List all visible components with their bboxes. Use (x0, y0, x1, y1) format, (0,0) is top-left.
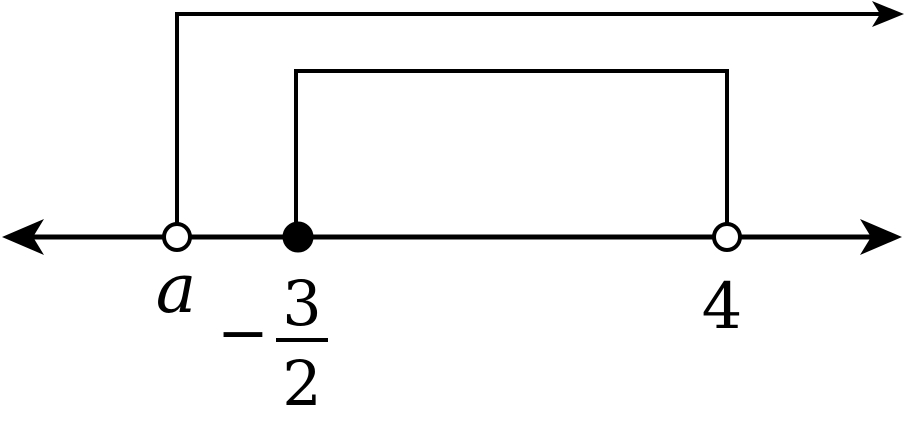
label-fraction-denominator: 2 (282, 347, 321, 420)
label-a: a (156, 250, 197, 329)
label-four: 4 (702, 270, 743, 344)
label-fraction-numerator: 3 (282, 267, 321, 340)
closed-point-neg-three-halves (282, 221, 314, 253)
label-minus-sign: − (217, 296, 269, 369)
axis-left-arrow-icon (2, 219, 44, 255)
axis-right-arrow-icon (860, 219, 902, 255)
open-point-a (162, 222, 192, 252)
bracket-right-arrow-icon (872, 1, 904, 27)
open-point-four (712, 222, 742, 252)
interval-bracket-a-to-infinity (175, 12, 880, 237)
interval-bracket-neg-three-halves-to-four (294, 69, 729, 237)
